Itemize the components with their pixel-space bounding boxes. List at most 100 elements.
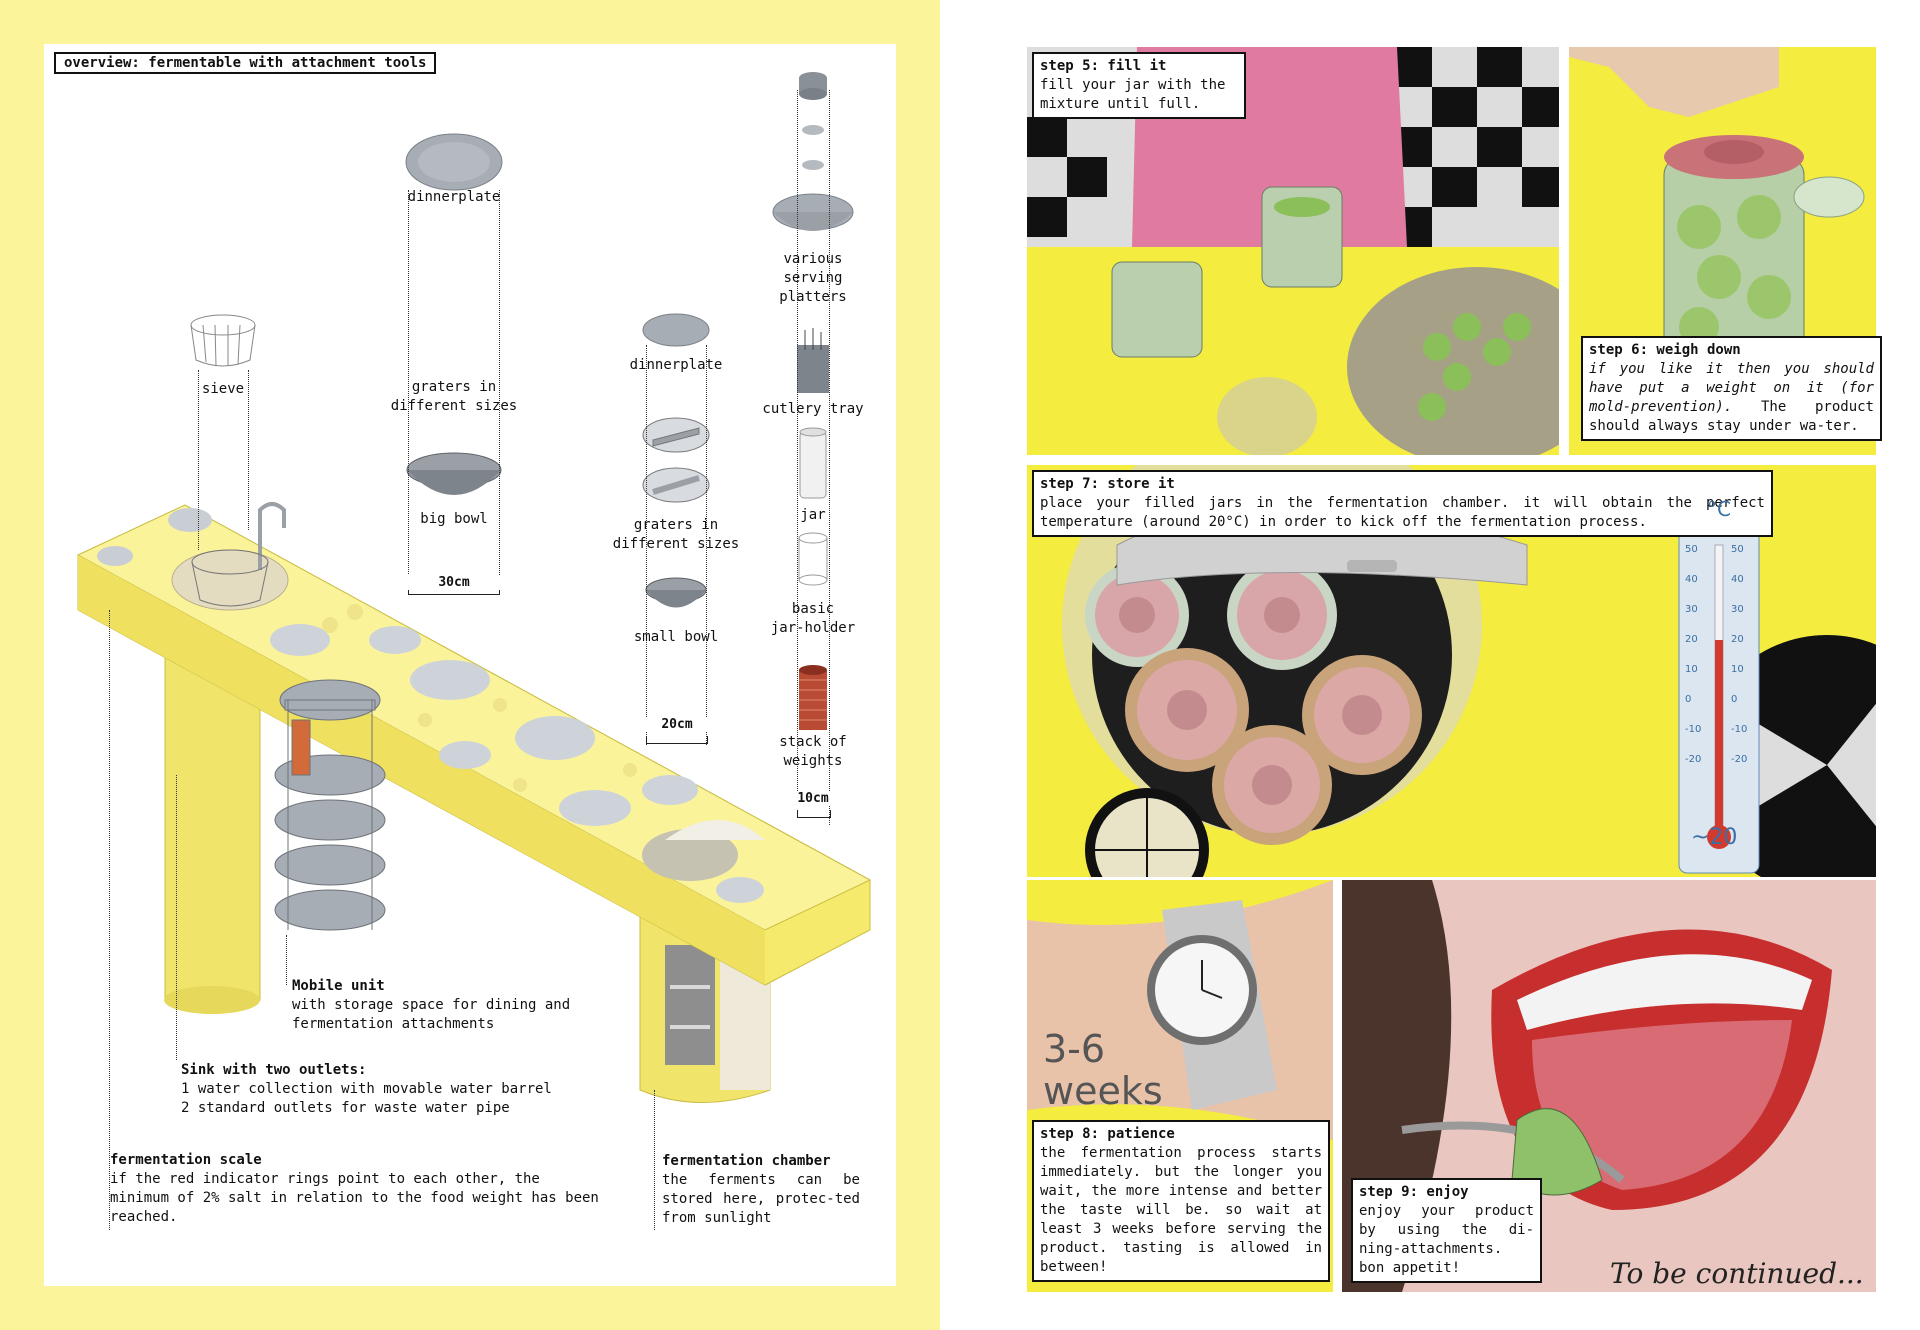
thermometer-unit: °C — [1707, 497, 1731, 521]
label-sieve: sieve — [201, 381, 245, 397]
thermometer-tick: -10 — [1731, 724, 1748, 735]
thermometer-reading: ~20 — [1691, 825, 1738, 850]
fermentable-unit-illustration — [76, 72, 872, 1103]
guide-chamber — [654, 1090, 655, 1230]
note-fermentation-scale: fermentation scale if the red indicator … — [110, 1151, 605, 1227]
label-cutlery-tray: cutlery tray — [762, 401, 864, 417]
measure-20cm-bracket — [646, 736, 708, 744]
guide-sieve — [198, 370, 199, 550]
thermometer-tick: 30 — [1685, 604, 1698, 615]
checker-floor — [1027, 47, 1559, 247]
guide-sieve-2 — [248, 370, 249, 530]
guide-col1-right — [499, 190, 500, 595]
big-bowl-shape — [406, 452, 502, 495]
right-column-shapes — [772, 72, 854, 730]
thermometer-tick: -10 — [1685, 724, 1702, 735]
note-mobile-title: Mobile unit — [292, 978, 385, 994]
step9-title: step 9: enjoy — [1359, 1184, 1469, 1200]
label-dinnerplate-2: dinnerplate — [629, 357, 723, 373]
step9-body: enjoy your product by using the di-ning-… — [1359, 1203, 1534, 1276]
guide-col3-right — [829, 90, 830, 825]
thermometer: °C 50 40 30 20 10 0 -10 -20 50 40 30 20 10 0 -10 -20 ~… — [1679, 485, 1759, 873]
step7-illustration — [1062, 465, 1876, 877]
caption-step6: step 6: weigh down if you like it then y… — [1581, 336, 1882, 441]
dinnerplate-2-shape — [642, 313, 710, 347]
step8-title: step 8: patience — [1040, 1126, 1175, 1142]
step7-title: step 7: store it — [1040, 476, 1175, 492]
label-jar: jar — [800, 507, 826, 523]
note-fermentation-chamber: fermentation chamber the ferments can be… — [662, 1152, 860, 1228]
thermometer-tick: 30 — [1731, 604, 1744, 615]
note-chamber-body: the ferments can be stored here, protec-… — [662, 1172, 860, 1226]
step7-body: place your filled jars in the fermentati… — [1040, 495, 1765, 530]
thermometer-ticks-right: 50 40 30 20 10 0 -10 -20 — [1731, 535, 1747, 775]
caption-step7: step 7: store it place your filled jars … — [1032, 470, 1773, 537]
note-sink-line1: 1 water collection with movable water ba… — [181, 1081, 552, 1097]
graters-shapes — [642, 417, 710, 503]
label-dinnerplate-1: dinnerplate — [407, 189, 501, 205]
thermometer-tick: 50 — [1731, 544, 1744, 555]
label-big-bowl: big bowl — [420, 511, 488, 527]
thermometer-tick: 10 — [1731, 664, 1744, 675]
thermometer-tick: 50 — [1685, 544, 1698, 555]
left-leg — [164, 639, 261, 1014]
step5-title: step 5: fill it — [1040, 58, 1167, 74]
thermometer-tick: 0 — [1731, 694, 1738, 705]
note-sink-line2: 2 standard outlets for waste water pipe — [181, 1100, 510, 1116]
caption-step8: step 8: patience the fermentation proces… — [1032, 1120, 1330, 1282]
step5-body: fill your jar with the mixture until ful… — [1040, 77, 1226, 112]
jars — [1085, 560, 1422, 845]
sieve-floating — [190, 314, 256, 367]
thermometer-ticks-left: 50 40 30 20 10 0 -10 -20 — [1685, 535, 1701, 775]
guide-scale — [109, 610, 110, 1230]
thermometer-tick: 0 — [1685, 694, 1692, 705]
label-20cm: 20cm — [646, 717, 708, 732]
sieve-attached — [191, 549, 269, 607]
note-sink: Sink with two outlets: 1 water collectio… — [181, 1061, 601, 1118]
label-graters-1: graters in different sizes — [390, 379, 518, 414]
guide-mobile — [286, 935, 287, 985]
step6-body-2: The product should always stay under wa-… — [1589, 399, 1874, 434]
to-be-continued: To be continued... — [1610, 1257, 1864, 1290]
label-serving-platters: various serving platters — [779, 251, 847, 305]
guide-col3-left — [797, 90, 798, 795]
thermometer-tick: -20 — [1685, 754, 1702, 765]
small-bowl-shape — [645, 577, 707, 608]
weeks-label: 3-6 weeks — [1043, 1027, 1163, 1113]
label-jar-holder: basic jar-holder — [770, 601, 856, 636]
note-mobile-body: with storage space for dining and fermen… — [292, 997, 571, 1032]
measure-10cm-bracket — [797, 810, 831, 818]
label-graters-2: graters in different sizes — [612, 517, 740, 552]
caption-step5: step 5: fill it fill your jar with the m… — [1032, 52, 1246, 119]
thermometer-tick: -20 — [1731, 754, 1748, 765]
thermometer-tick: 20 — [1685, 634, 1698, 645]
guide-col1-left — [408, 190, 409, 590]
guide-sink — [176, 775, 177, 1060]
caption-step9: step 9: enjoy enjoy your product by usin… — [1351, 1178, 1542, 1283]
guide-col2-right — [706, 345, 707, 745]
overview-title: overview: fermentable with attachment to… — [54, 52, 437, 74]
thermometer-tick: 40 — [1685, 574, 1698, 585]
label-30cm: 30cm — [408, 575, 500, 590]
step6-body-italic: if you like it then you should have put … — [1589, 361, 1874, 415]
thermometer-tick: 20 — [1731, 634, 1744, 645]
note-sink-title: Sink with two outlets: — [181, 1062, 367, 1078]
thermometer-tick: 10 — [1685, 664, 1698, 675]
step6-illustration — [1569, 47, 1865, 358]
step8-body: the fermentation process starts immediat… — [1040, 1145, 1322, 1275]
note-scale-body: if the red indicator rings point to each… — [110, 1171, 599, 1225]
note-chamber-title: fermentation chamber — [662, 1153, 831, 1169]
table-slab — [76, 504, 872, 986]
mobile-unit — [274, 679, 386, 931]
label-weights: stack of weights — [779, 734, 847, 769]
measure-30cm-bracket — [408, 587, 500, 595]
guide-col2-left — [646, 345, 647, 745]
step8-illustration — [1027, 880, 1333, 1140]
note-mobile-unit: Mobile unit with storage space for dinin… — [292, 977, 612, 1034]
note-scale-title: fermentation scale — [110, 1152, 262, 1168]
label-small-bowl: small bowl — [633, 629, 719, 645]
thermometer-tick: 40 — [1731, 574, 1744, 585]
step6-title: step 6: weigh down — [1589, 342, 1741, 358]
step5-illustration — [1027, 47, 1559, 455]
label-10cm: 10cm — [788, 791, 838, 806]
